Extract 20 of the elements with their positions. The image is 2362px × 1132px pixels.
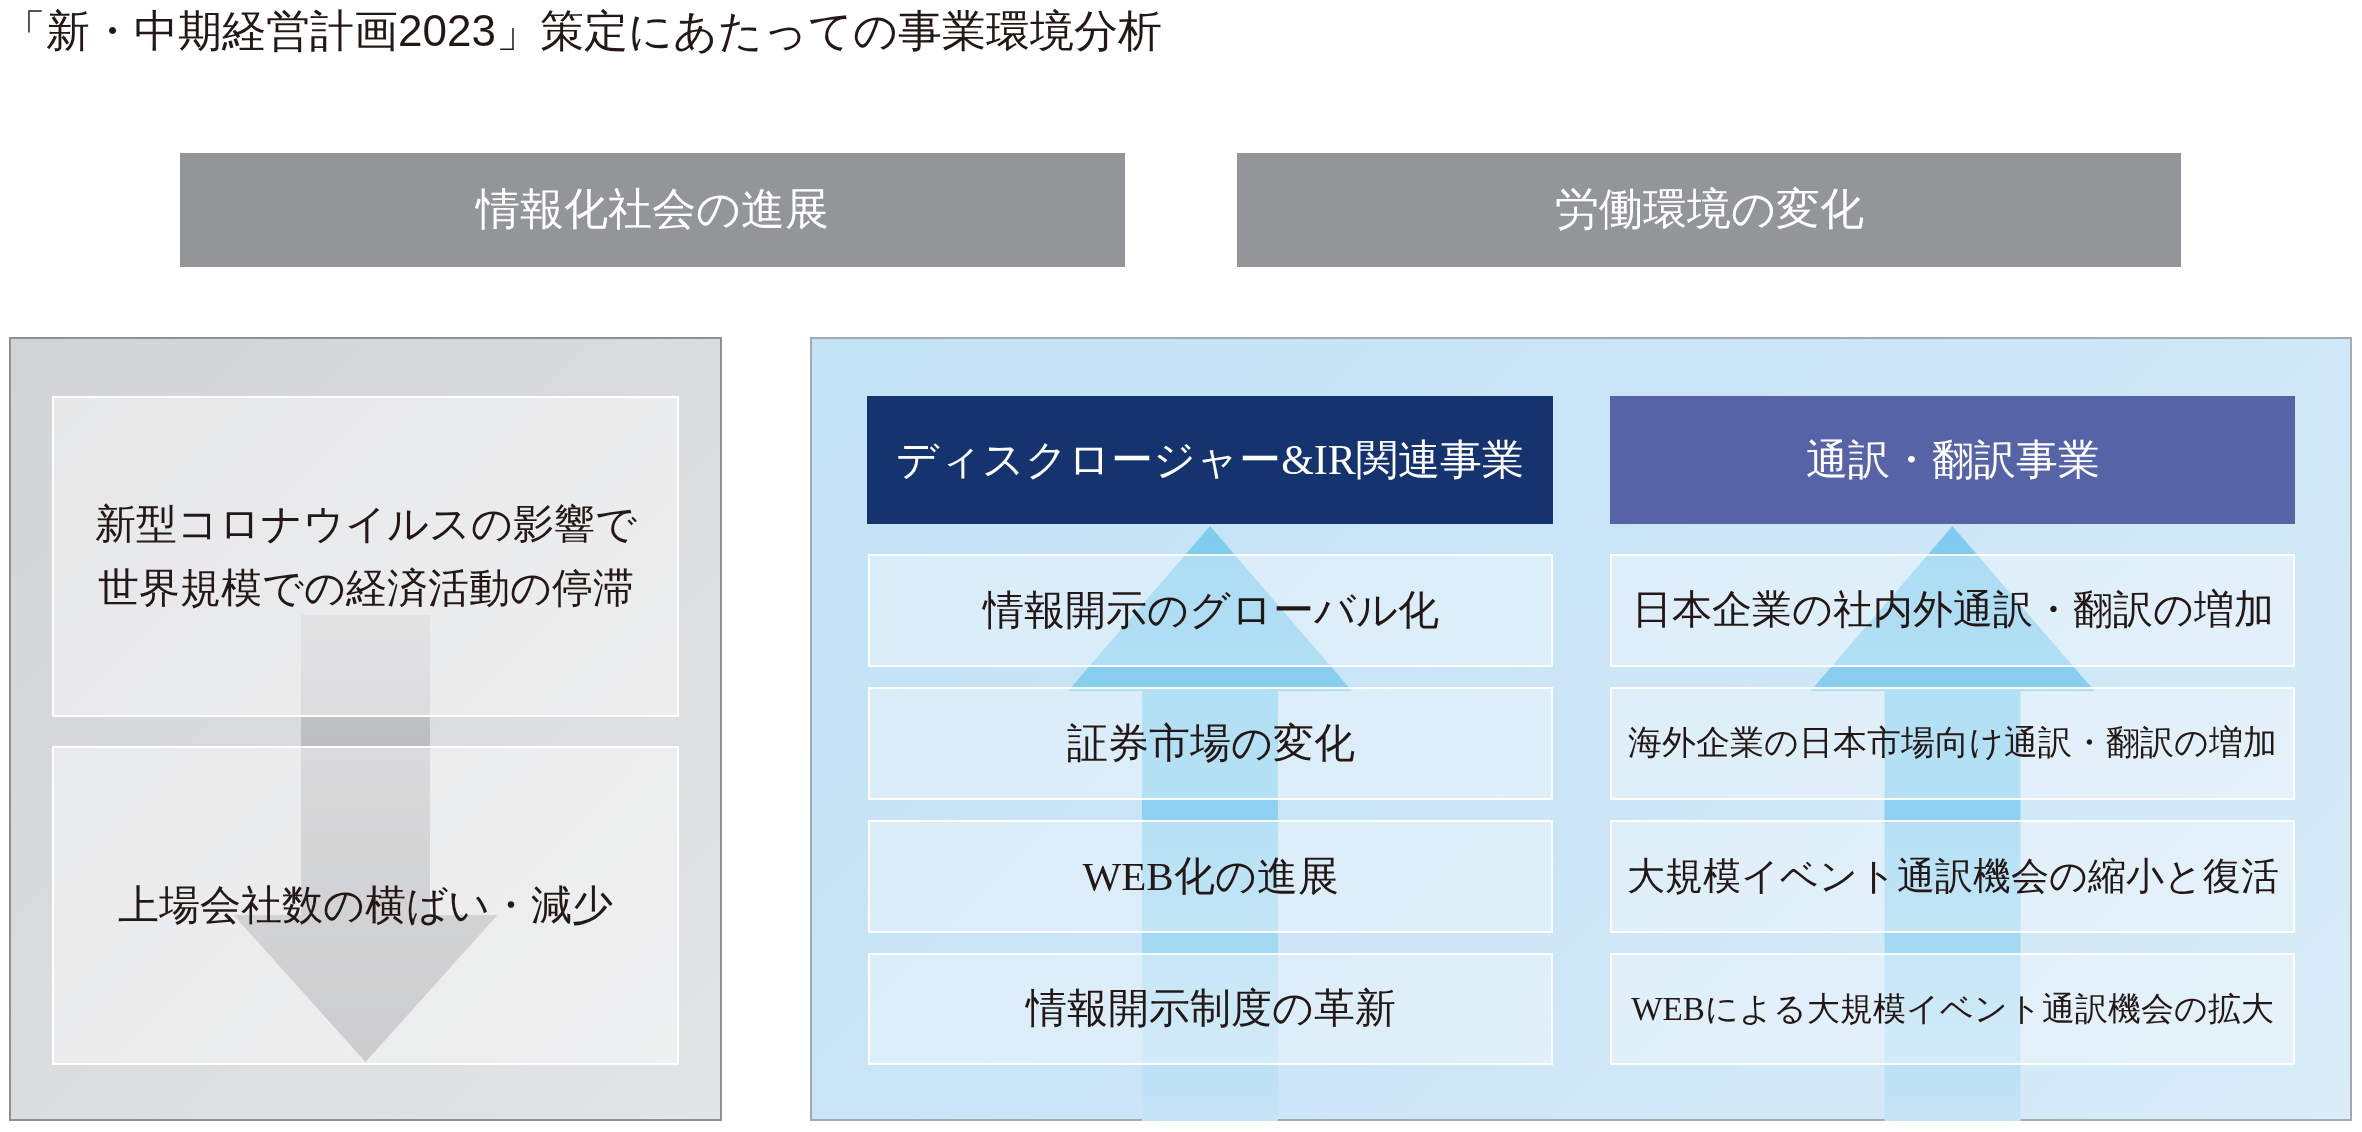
factor-box: 情報開示制度の革新	[868, 953, 1553, 1065]
panel	[810, 337, 2352, 1121]
title: 「新・中期経営計画2023」策定にあたっての事業環境分析	[2, 5, 1162, 57]
business-header: 通訳・翻訳事業	[1610, 396, 2295, 524]
arrow	[233, 615, 498, 1062]
heading-band: 労働環境の変化	[1237, 153, 2181, 267]
arrow	[1810, 526, 2095, 1121]
factor-box: 新型コロナウイルスの影響で世界規模での経済活動の停滞	[52, 396, 679, 717]
factor-box: WEB化の進展	[868, 820, 1553, 933]
factor-box: 日本企業の社内外通訳・翻訳の増加	[1610, 554, 2295, 667]
heading-band: 情報化社会の進展	[180, 153, 1125, 267]
factor-box: 証券市場の変化	[868, 687, 1553, 800]
arrow	[1068, 526, 1352, 1121]
factor-box: WEBによる大規模イベント通訳機会の拡大	[1610, 953, 2295, 1065]
factor-box: 海外企業の日本市場向け通訳・翻訳の増加	[1610, 687, 2295, 800]
panel	[9, 337, 722, 1121]
factor-box: 上場会社数の横ばい・減少	[52, 746, 679, 1065]
business-header: ディスクロージャー&IR関連事業	[867, 396, 1553, 524]
factor-box: 大規模イベント通訳機会の縮小と復活	[1610, 820, 2295, 933]
factor-box: 情報開示のグローバル化	[868, 554, 1553, 667]
